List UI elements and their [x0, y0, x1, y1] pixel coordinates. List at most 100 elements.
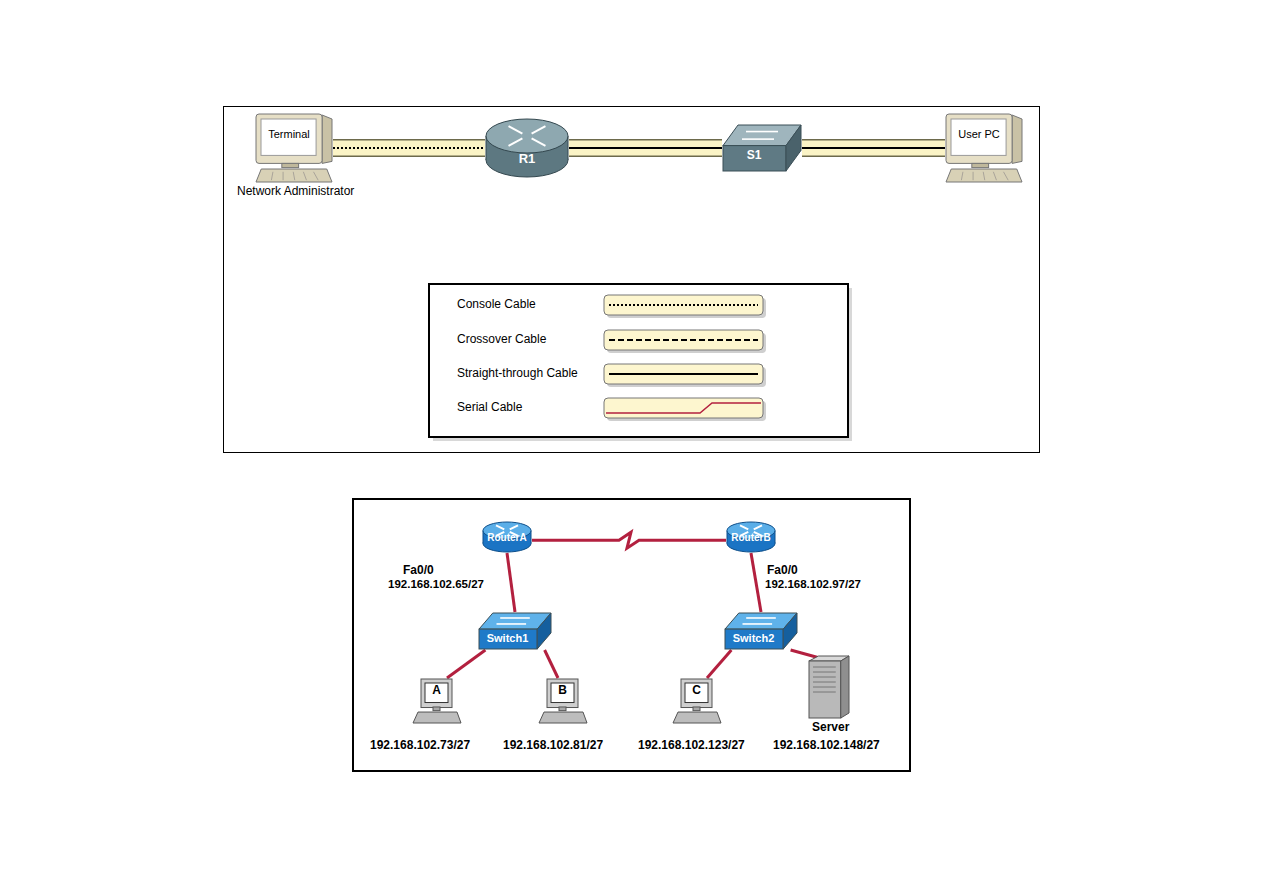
terminal-pc: TerminalNetwork Administrator [255, 113, 333, 183]
legend-sample [604, 330, 766, 353]
router-arrow [740, 525, 748, 529]
server-front [809, 661, 841, 718]
legend-frame [429, 284, 848, 437]
bottom-frame [353, 499, 910, 771]
pc-keyboard [673, 712, 721, 723]
cable-link [569, 148, 722, 149]
server-slot [813, 672, 836, 673]
sample-line [609, 339, 758, 341]
ethernet-link [545, 650, 558, 678]
cable-core [569, 147, 722, 149]
device-label: Switch2 [724, 632, 783, 645]
server-tower-icon [808, 655, 850, 719]
ethernet-link [707, 650, 731, 678]
pc-keyboard [413, 712, 461, 723]
device-label: Terminal [261, 128, 317, 141]
role-label: Network Administrator [237, 185, 354, 199]
legend-sample [604, 364, 766, 387]
cable-core [333, 147, 485, 149]
cable-band-edge [802, 139, 945, 157]
server-side [841, 656, 849, 718]
cable-band-edge [569, 139, 722, 157]
ethernet-line [545, 650, 558, 678]
cable-band [333, 141, 485, 156]
monitor-screen [951, 119, 1006, 155]
ip-address: 192.168.102.123/27 [638, 739, 745, 753]
switch-arrow [746, 131, 778, 133]
router-top [486, 119, 568, 153]
device-label: User PC [951, 128, 1007, 141]
switch-arrow [746, 617, 776, 619]
key-row [961, 172, 963, 180]
router-arrow [532, 138, 546, 145]
device-label: Switch1 [478, 632, 537, 645]
legend-label: Console Cable [457, 298, 536, 312]
switch-side [537, 613, 551, 649]
cable-band-edge [333, 139, 485, 157]
switch-icon-icon [724, 612, 798, 650]
host-pc: A192.168.102.73/27 [412, 678, 462, 724]
router-arrow [496, 525, 504, 529]
switch-icon: Switch1 [478, 612, 552, 650]
legend-swatch [604, 330, 763, 350]
pc-monitor [681, 679, 712, 708]
host-letter: A [421, 684, 452, 698]
monitor-screen [261, 119, 316, 155]
keyboard [946, 169, 1022, 182]
key-row [303, 172, 306, 180]
server-slot [813, 682, 836, 683]
router-arrow [532, 126, 546, 133]
ip-address: 192.168.102.148/27 [773, 739, 880, 753]
interface-label: Fa0/0 [767, 564, 798, 578]
sample-line [609, 304, 758, 306]
sample-line [606, 403, 761, 413]
legend-swatch [604, 295, 763, 315]
switch-arrow [497, 623, 527, 625]
monitor-body [946, 114, 1012, 163]
ethernet-line [447, 650, 485, 678]
cable-band [569, 141, 722, 156]
user-pc: User PC [945, 113, 1023, 183]
switch-front [725, 629, 783, 649]
legend-label: Crossover Cable [457, 333, 546, 347]
pc-monitor [547, 679, 578, 708]
legend-swatch [604, 364, 763, 384]
legend-label: Serial Cable [457, 401, 522, 415]
host-pc: C192.168.102.123/27 [672, 678, 722, 724]
cable-link [802, 148, 945, 149]
monitor-neck [972, 163, 989, 167]
device-label: R1 [485, 152, 569, 167]
router-icon: RouterAFa0/0192.168.102.65/27 [482, 521, 532, 553]
device-label: RouterB [722, 532, 780, 544]
router-arrow [510, 525, 518, 529]
router-arrow [509, 138, 523, 145]
ip-address: 192.168.102.73/27 [370, 739, 470, 753]
cable-core [802, 147, 945, 149]
pc-keyboard [539, 712, 587, 723]
host-letter: C [681, 684, 712, 698]
switch-side [783, 613, 797, 649]
switch-icon-icon [478, 612, 552, 650]
switch-front [479, 629, 537, 649]
router-icon: RouterBFa0/0192.168.102.97/27 [726, 521, 776, 553]
key-row [993, 172, 996, 180]
pc-neck [433, 707, 440, 711]
user-pc-icon [945, 113, 1023, 183]
switch-icon: S1 [722, 124, 802, 172]
legend-sample [604, 398, 766, 421]
router-arrow [754, 525, 762, 529]
legend-swatch [604, 398, 763, 418]
switch-front [723, 146, 786, 171]
host-letter: B [547, 684, 578, 698]
device-label: RouterA [478, 532, 536, 544]
router-icon: R1 [485, 118, 569, 178]
keyboard [256, 169, 332, 182]
key-row [983, 172, 985, 180]
cable-link [333, 148, 485, 149]
switch-side [786, 125, 801, 171]
server-slot [813, 677, 836, 678]
device-label: Server [812, 721, 849, 735]
pc-monitor [421, 679, 452, 708]
